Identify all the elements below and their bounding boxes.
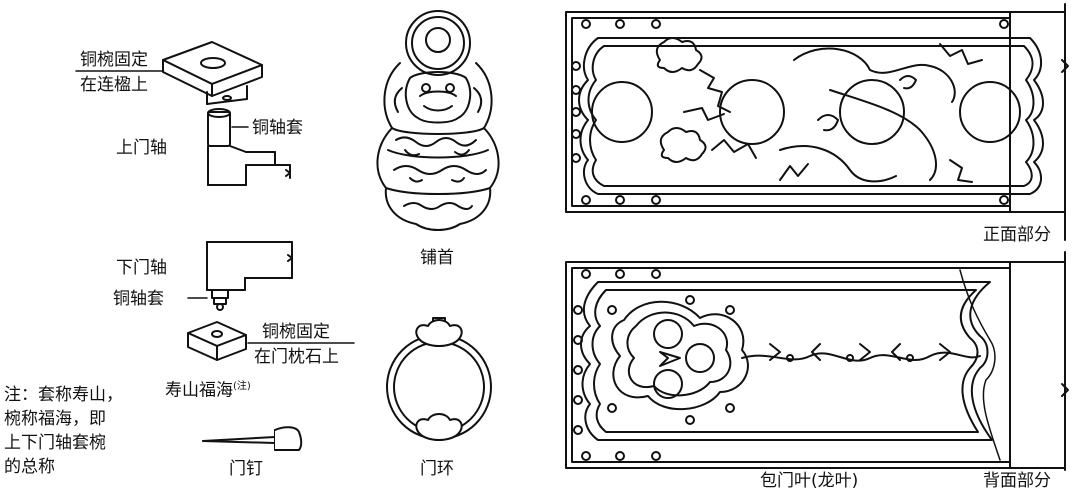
label-front-part: 正面部分 xyxy=(983,225,1051,245)
lower-pivot-diagram xyxy=(187,241,293,311)
front-door-leaf xyxy=(565,3,1069,241)
label-copper-sleeve-top: 铜轴套 xyxy=(252,118,303,138)
footnote-line-4: 的总称 xyxy=(4,457,55,477)
label-lower-pivot: 下门轴 xyxy=(116,258,167,278)
label-door-ring: 门环 xyxy=(420,459,454,479)
label-door-leaf-wrap: 包门叶(龙叶) xyxy=(760,471,859,491)
label-copper-socket-fixed-bottom-1: 铜椀固定 xyxy=(262,322,330,342)
back-door-leaf xyxy=(565,251,1069,471)
label-shoushan-fuhai: 寿山福海(注) xyxy=(165,377,251,401)
pushou-diagram xyxy=(376,10,500,231)
label-pushou: 铺首 xyxy=(420,248,454,268)
door-nail-diagram xyxy=(202,426,303,451)
door-ring-diagram xyxy=(386,317,492,441)
label-upper-pivot: 上门轴 xyxy=(116,138,167,158)
label-back-part: 背面部分 xyxy=(983,471,1051,491)
label-shoushan-fuhai-note: (注) xyxy=(233,381,251,392)
footnote: 注：套称寿山， 椀称福海，即 上下门轴套椀 的总称 xyxy=(4,383,123,479)
label-shoushan-fuhai-text: 寿山福海 xyxy=(165,380,233,401)
label-door-nail: 门钉 xyxy=(229,459,263,479)
lower-copper-socket-block xyxy=(187,321,247,361)
label-copper-socket-fixed-top-1: 铜椀固定 xyxy=(80,50,148,70)
footnote-line-1: 注：套称寿山， xyxy=(4,385,123,405)
footnote-line-2: 椀称福海，即 xyxy=(4,409,106,429)
upper-pivot-diagram xyxy=(207,108,291,186)
label-copper-sleeve-bottom: 铜轴套 xyxy=(113,289,164,309)
label-copper-socket-fixed-bottom-2: 在门枕石上 xyxy=(254,347,339,367)
label-copper-socket-fixed-top-2: 在连楹上 xyxy=(80,75,148,95)
upper-copper-socket-block xyxy=(162,41,263,105)
footnote-line-3: 上下门轴套椀 xyxy=(4,433,106,453)
